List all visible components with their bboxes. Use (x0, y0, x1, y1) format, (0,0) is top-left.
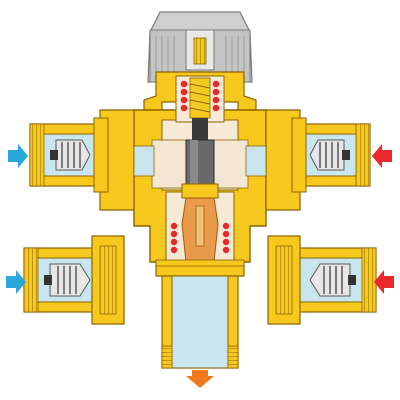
arrow-left-icon (374, 270, 394, 294)
right-detached-check-valve (267, 235, 377, 325)
spindle (185, 118, 215, 185)
lower-spring (170, 222, 230, 254)
left-check-valve (29, 117, 109, 193)
arrow-right-icon (8, 144, 28, 168)
right-check-valve (291, 117, 371, 193)
left-detached-check-valve (23, 235, 125, 325)
arrow-left-icon (372, 144, 392, 168)
arrow-down-icon (186, 370, 214, 388)
outlet-pipe (155, 259, 245, 369)
arrow-right-icon (6, 270, 26, 294)
thermostatic-element (181, 183, 219, 263)
upper-spring (175, 75, 225, 123)
